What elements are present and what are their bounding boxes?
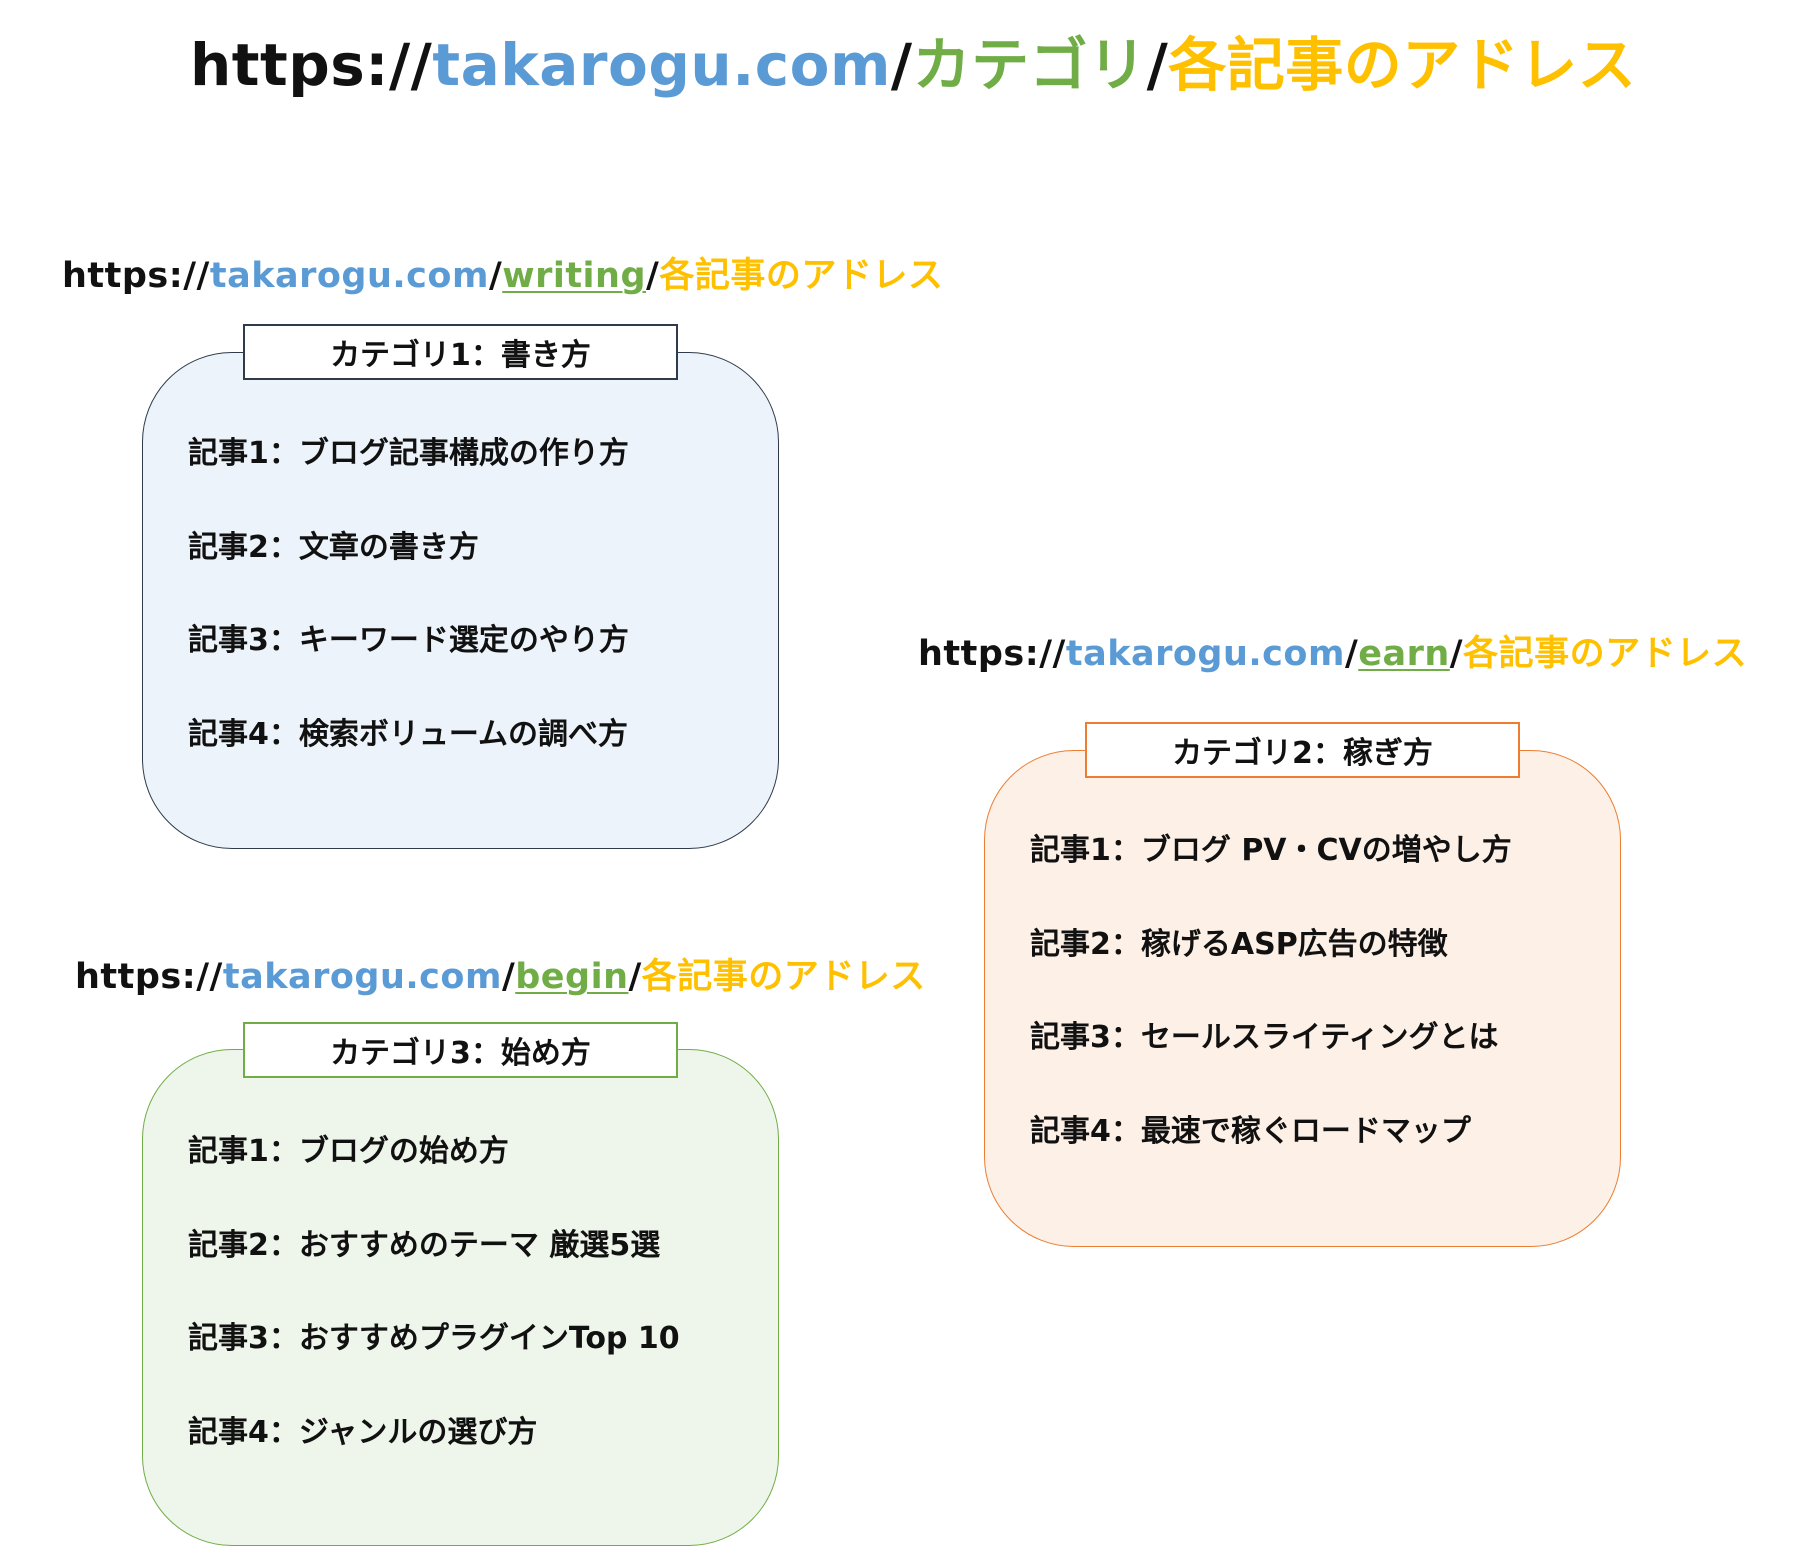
article-item: 記事3：おすすめプラグインTop 10 — [188, 1321, 680, 1356]
url-domain: takarogu.com — [222, 957, 502, 997]
earn-article-list: 記事1：ブログ PV・CVの増やし方 記事2：稼げるASP広告の特徴 記事3：セ… — [1030, 825, 1512, 1199]
url-article: 各記事のアドレス — [1463, 634, 1748, 674]
writing-category-title: カテゴリ1：書き方 — [243, 324, 678, 380]
article-item: 記事3：キーワード選定のやり方 — [188, 623, 629, 658]
article-item: 記事1：ブログ記事構成の作り方 — [188, 436, 629, 471]
article-item: 記事2：稼げるASP広告の特徴 — [1030, 926, 1448, 962]
url-separator: // — [196, 957, 223, 997]
url-separator: / — [488, 256, 503, 296]
url-separator: / — [501, 957, 516, 997]
article-item: 記事4：ジャンルの選び方 — [188, 1414, 538, 1450]
url-article: 各記事のアドレス — [1168, 31, 1637, 99]
begin-url: https://takarogu.com/begin/各記事のアドレス — [75, 948, 926, 999]
article-item: 記事4：検索ボリュームの調べ方 — [188, 716, 628, 752]
url-domain: takarogu.com — [1065, 634, 1345, 674]
article-item: 記事2：おすすめのテーマ 厳選5選 — [188, 1227, 661, 1263]
earn-category-box — [984, 750, 1621, 1247]
earn-category-title: カテゴリ2：稼ぎ方 — [1085, 722, 1520, 778]
url-structure-title: https://takarogu.com/カテゴリ/各記事のアドレス — [190, 18, 1636, 102]
article-item: 記事4：最速で稼ぐロードマップ — [1030, 1113, 1471, 1149]
url-separator: // — [1039, 634, 1066, 674]
writing-article-list: 記事1：ブログ記事構成の作り方 記事2：文章の書き方 記事3：キーワード選定のや… — [188, 428, 629, 802]
url-separator: / — [1344, 634, 1359, 674]
url-scheme: https: — [75, 957, 197, 997]
url-domain: takarogu.com — [432, 31, 891, 99]
writing-category-box — [142, 352, 779, 849]
begin-category-title: カテゴリ3：始め方 — [243, 1022, 678, 1078]
url-category: earn — [1358, 634, 1450, 674]
url-article: 各記事のアドレス — [659, 256, 944, 296]
url-separator: / — [1146, 31, 1169, 99]
url-separator: / — [628, 957, 642, 997]
begin-article-list: 記事1：ブログの始め方 記事2：おすすめのテーマ 厳選5選 記事3：おすすめプラ… — [188, 1126, 680, 1500]
url-separator: / — [646, 256, 660, 296]
url-category: カテゴリ — [912, 31, 1147, 99]
article-item: 記事1：ブログ PV・CVの増やし方 — [1030, 833, 1512, 868]
url-scheme: https: — [62, 256, 184, 296]
url-domain: takarogu.com — [209, 256, 489, 296]
earn-url: https://takarogu.com/earn/各記事のアドレス — [918, 625, 1747, 676]
url-category: writing — [502, 256, 647, 296]
article-item: 記事2：文章の書き方 — [188, 529, 479, 565]
url-separator: // — [388, 31, 433, 99]
url-scheme: https: — [918, 634, 1040, 674]
url-separator: / — [890, 31, 913, 99]
article-item: 記事1：ブログの始め方 — [188, 1134, 509, 1169]
url-separator: / — [1449, 634, 1464, 674]
url-scheme: https: — [190, 31, 389, 99]
url-category: begin — [515, 957, 629, 997]
url-article: 各記事のアドレス — [641, 957, 926, 997]
article-item: 記事3：セールスライティングとは — [1030, 1020, 1499, 1055]
url-separator: // — [183, 256, 210, 296]
writing-url: https://takarogu.com/writing/各記事のアドレス — [62, 247, 943, 298]
